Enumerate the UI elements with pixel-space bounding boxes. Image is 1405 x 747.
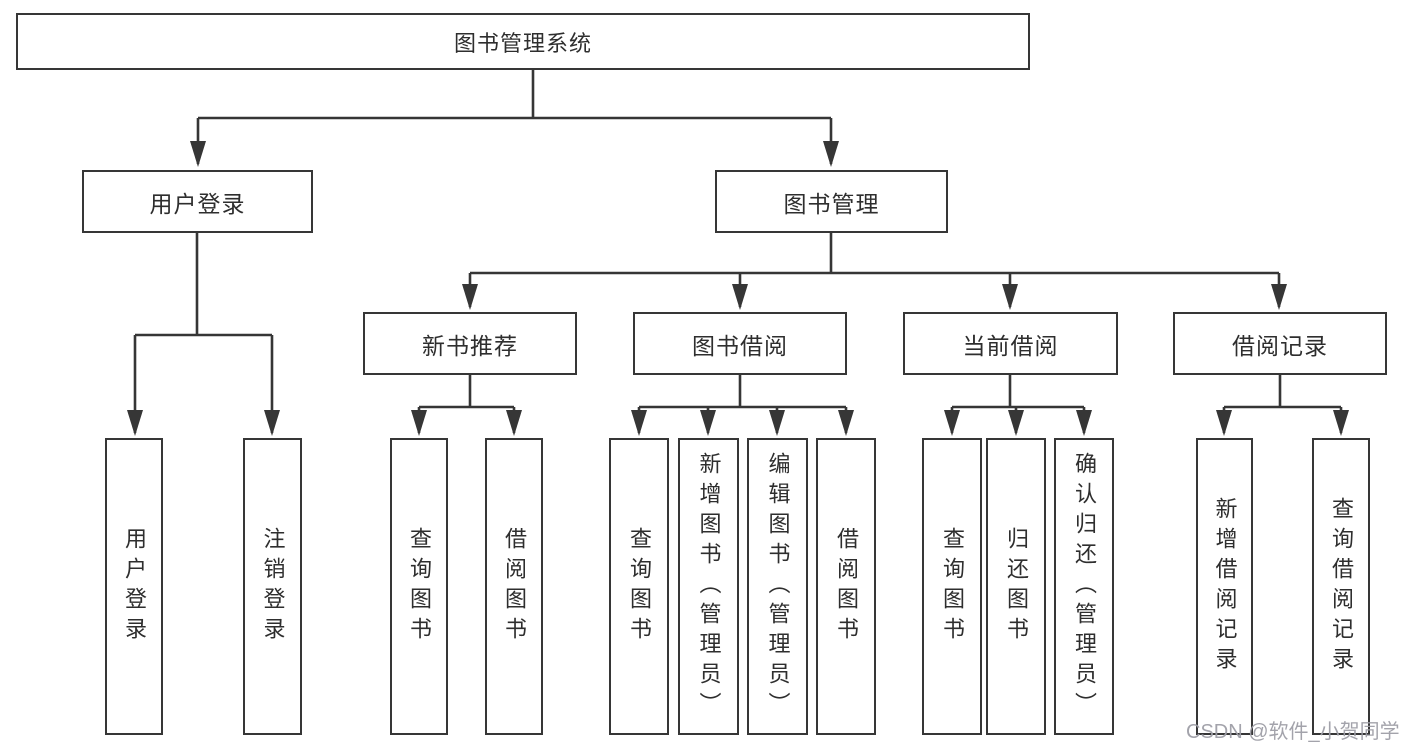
connector-user-login-children <box>127 233 280 436</box>
connector-current-borrow-children <box>944 375 1092 436</box>
node-label: 新增图书（管理员） <box>696 451 722 722</box>
node-label: 查询图书 <box>940 526 965 647</box>
node-leaf-cb-confirm-return-admin: 确认归还（管理员） <box>1054 438 1114 735</box>
node-label: 确认归还（管理员） <box>1072 451 1097 722</box>
node-current-borrow: 当前借阅 <box>903 312 1118 375</box>
node-label: 新书推荐 <box>422 332 518 359</box>
node-leaf-cb-return-books: 归还图书 <box>986 438 1046 735</box>
node-user-login: 用户登录 <box>82 170 313 233</box>
node-book-borrow: 图书借阅 <box>633 312 847 375</box>
node-label: 图书管理系统 <box>453 30 592 56</box>
node-leaf-bb-edit-books-admin: 编辑图书（管理员） <box>747 438 808 735</box>
node-leaf-br-query-borrow-record: 查询借阅记录 <box>1312 438 1370 735</box>
connector-book-management-children <box>462 233 1287 310</box>
node-leaf-bb-add-books-admin: 新增图书（管理员） <box>678 438 739 735</box>
connector-book-borrow-children <box>631 375 854 436</box>
connector-new-book-children <box>411 375 522 436</box>
node-label: 用户登录 <box>122 526 147 647</box>
node-label: 查询借阅记录 <box>1329 496 1354 677</box>
node-label: 编辑图书（管理员） <box>765 451 791 722</box>
node-label: 借阅记录 <box>1232 332 1328 359</box>
node-book-management: 图书管理 <box>715 170 948 233</box>
node-label: 借阅图书 <box>834 526 859 647</box>
node-leaf-bb-borrow-books: 借阅图书 <box>816 438 876 735</box>
connector-root-to-level2 <box>190 70 839 167</box>
node-label: 当前借阅 <box>962 332 1059 359</box>
node-label: 用户登录 <box>149 190 246 217</box>
node-label: 新增借阅记录 <box>1212 496 1238 677</box>
node-leaf-cb-query-books: 查询图书 <box>922 438 982 735</box>
node-label: 归还图书 <box>1004 526 1029 647</box>
node-label: 查询图书 <box>407 526 432 647</box>
node-library-management-system: 图书管理系统 <box>16 13 1030 70</box>
node-new-book-recommend: 新书推荐 <box>363 312 577 375</box>
node-label: 图书管理 <box>783 190 880 217</box>
csdn-watermark: CSDN @软件_小贺同学 <box>1186 721 1400 743</box>
node-leaf-nb-borrow-books: 借阅图书 <box>485 438 543 735</box>
node-borrow-records: 借阅记录 <box>1173 312 1387 375</box>
node-leaf-br-add-borrow-record: 新增借阅记录 <box>1196 438 1253 735</box>
node-leaf-nb-query-books: 查询图书 <box>390 438 448 735</box>
node-leaf-logout: 注销登录 <box>243 438 302 735</box>
connector-borrow-records-children <box>1216 375 1349 436</box>
node-label: 图书借阅 <box>692 332 788 359</box>
node-label: 查询图书 <box>627 526 652 647</box>
node-leaf-user-login: 用户登录 <box>105 438 163 735</box>
node-label: 注销登录 <box>260 526 286 647</box>
node-leaf-bb-query-books: 查询图书 <box>609 438 669 735</box>
node-label: 借阅图书 <box>502 526 527 647</box>
